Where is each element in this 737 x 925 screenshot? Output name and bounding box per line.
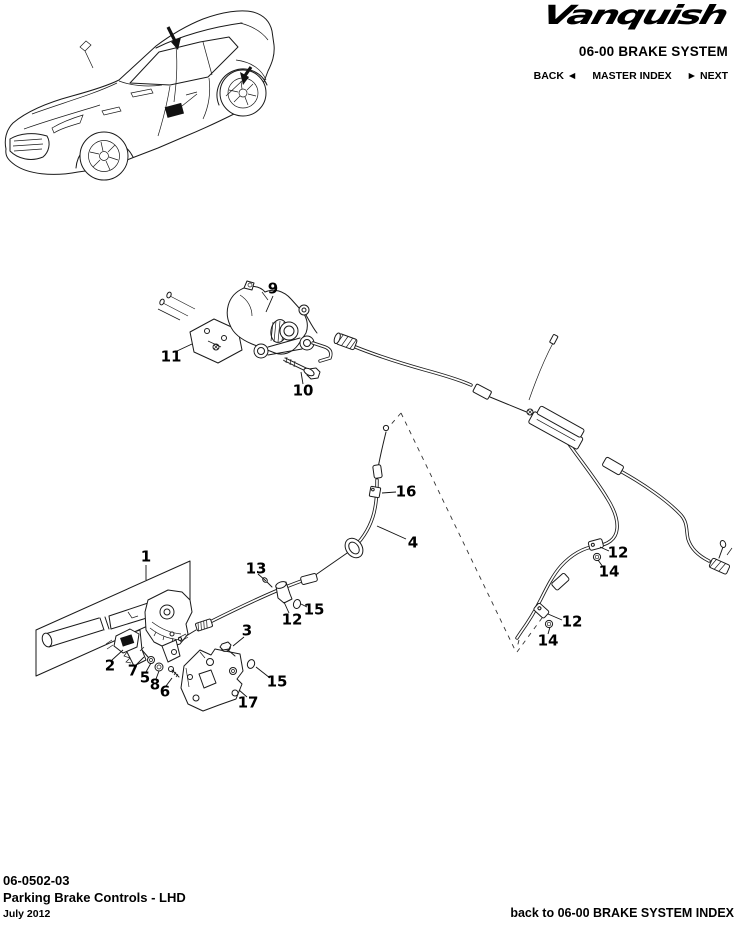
callout-5: 5 xyxy=(139,668,151,687)
header-nav: BACK ◄ MASTER INDEX ► NEXT xyxy=(534,70,728,82)
nut-rear-upper xyxy=(592,552,602,562)
callout-4: 4 xyxy=(407,533,419,552)
callout-6: 6 xyxy=(159,682,171,701)
front-cable-sleeve xyxy=(300,573,318,585)
callout-15-bracket: 15 xyxy=(266,672,288,691)
location-marker-unit xyxy=(164,93,198,118)
guide-pin-bolt-10 xyxy=(283,356,321,380)
grommet-front xyxy=(275,581,293,604)
next-link[interactable]: ► NEXT xyxy=(686,70,728,82)
callout-16: 16 xyxy=(395,482,417,501)
callout-17: 17 xyxy=(237,693,259,712)
car-illustration xyxy=(4,10,275,181)
next-arrow-icon: ► xyxy=(686,70,698,82)
master-index-link[interactable]: MASTER INDEX xyxy=(592,70,672,82)
cable-junction xyxy=(526,405,585,450)
o-ring-front xyxy=(292,599,302,609)
footer-left: 06-0502-03 Parking Brake Controls - LHD … xyxy=(3,873,186,920)
location-arrow-lever xyxy=(166,26,181,103)
callout-7: 7 xyxy=(127,661,139,680)
back-to-index-link[interactable]: back to 06-00 BRAKE SYSTEM INDEX xyxy=(510,906,734,920)
back-link[interactable]: BACK ◄ xyxy=(533,70,578,82)
location-arrow-caliper xyxy=(225,66,253,97)
clevis-pin-7 xyxy=(141,649,149,658)
page-title: Parking Brake Controls - LHD xyxy=(3,890,186,905)
callout-12-rear-upper: 12 xyxy=(607,543,629,562)
caliper-assembly xyxy=(157,280,333,380)
cable-end-nipple xyxy=(382,424,390,432)
o-ring-bracket xyxy=(246,659,256,669)
callout-3: 3 xyxy=(241,621,253,640)
callout-14-rear-upper: 14 xyxy=(598,562,620,581)
cable-clip-16 xyxy=(368,485,382,499)
rear-cable-end xyxy=(708,540,733,575)
callout-1: 1 xyxy=(140,547,152,566)
screw-6 xyxy=(168,666,180,678)
caliper-body-9 xyxy=(226,280,333,363)
callout-14-rear-lower: 14 xyxy=(537,631,559,650)
bulkhead-ring xyxy=(344,537,364,559)
caliper-bracket-11 xyxy=(189,318,243,364)
cable-clip-rear-lower xyxy=(533,602,550,619)
section-title: 06-00 BRAKE SYSTEM xyxy=(578,44,728,59)
cable-routing xyxy=(208,332,733,640)
handbrake-switch xyxy=(105,628,140,664)
callout-9: 9 xyxy=(267,279,279,298)
footer-right: back to 06-00 BRAKE SYSTEM INDEX xyxy=(510,906,734,920)
bolt-3 xyxy=(219,641,236,657)
nut-rear-lower xyxy=(544,619,554,629)
leader-lines xyxy=(111,295,610,698)
lever-assembly xyxy=(35,560,213,678)
cable-clip-rear-upper xyxy=(587,538,604,551)
cable-adjuster-barrel xyxy=(333,332,358,351)
mounting-bracket-17 xyxy=(180,641,256,712)
washer-8 xyxy=(154,662,164,672)
washer-5 xyxy=(147,656,155,664)
callout-8: 8 xyxy=(149,675,161,694)
lever-return-eyelet xyxy=(298,304,318,334)
page-header: Vanquish 06-00 BRAKE SYSTEM BACK ◄ MASTE… xyxy=(534,0,729,82)
callout-10: 10 xyxy=(292,381,314,400)
callout-11: 11 xyxy=(160,347,182,366)
back-arrow-icon: ◄ xyxy=(566,70,578,82)
callout-12-rear-lower: 12 xyxy=(561,612,583,631)
publish-date: July 2012 xyxy=(3,908,51,920)
callout-2: 2 xyxy=(104,656,116,675)
vanquish-logo: Vanquish xyxy=(538,0,729,31)
callout-15-front: 15 xyxy=(303,600,325,619)
callout-12-front: 12 xyxy=(281,610,303,629)
document-number: 06-0502-03 xyxy=(3,873,70,888)
dashed-guides xyxy=(386,412,543,653)
callout-13: 13 xyxy=(245,559,267,578)
